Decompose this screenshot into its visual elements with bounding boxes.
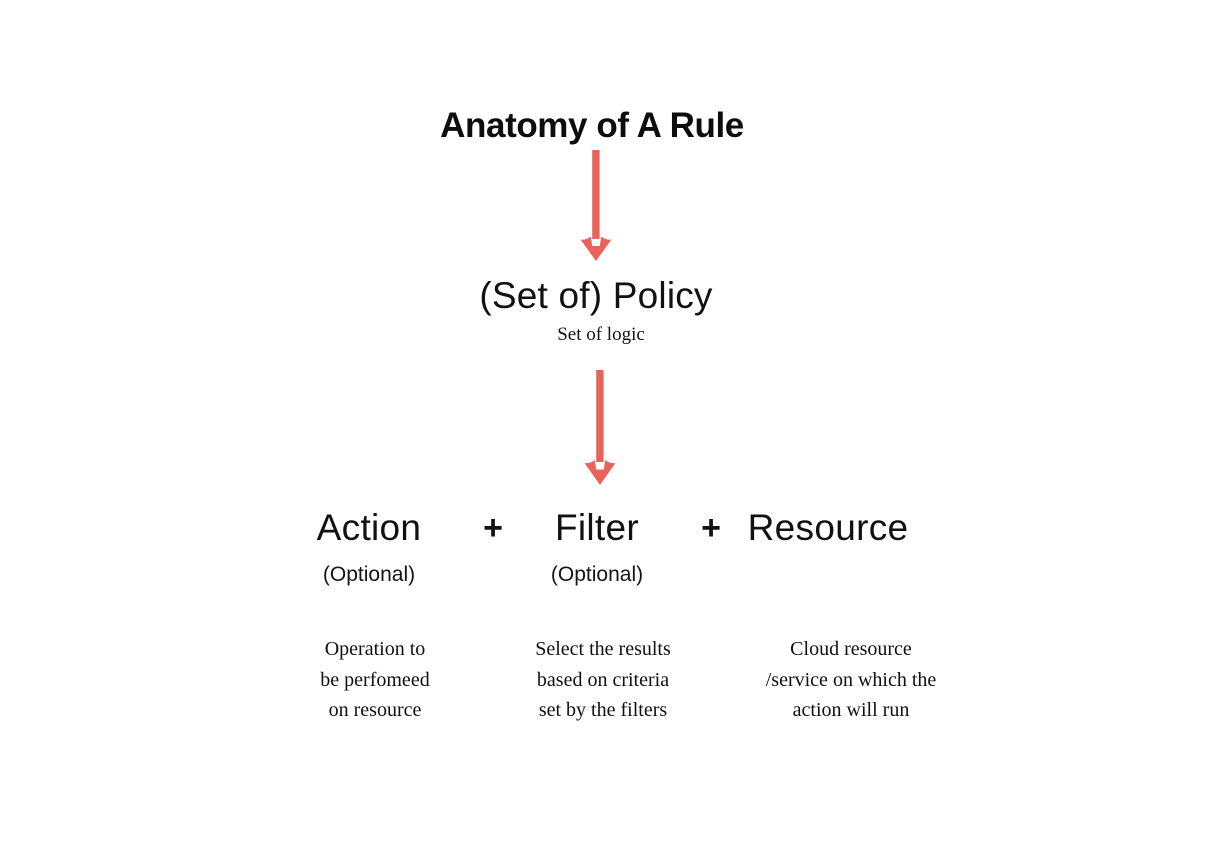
description-line: on resource [328, 699, 422, 721]
policy-label: (Set of) Policy [0, 272, 1216, 320]
policy-subtitle: Set of logic [0, 322, 1216, 348]
description-line: Cloud resource [790, 638, 912, 660]
description-resource: Cloud resource /service on which the act… [766, 634, 937, 726]
page-title-text: Anatomy of A Rule [440, 106, 744, 145]
policy-subtitle-text: Set of logic [557, 324, 645, 345]
description-action: Operation to be perfomeed on resource [320, 634, 429, 726]
optional-tag-action: (Optional) [322, 563, 416, 586]
arrow-down-icon [580, 150, 612, 261]
description-line: set by the filters [538, 699, 668, 721]
operator-plus-2: + [701, 509, 721, 547]
description-line: based on criteria [536, 668, 670, 691]
page-title: Anatomy of A Rule [0, 104, 1216, 148]
policy-label-text: (Set of) Policy [479, 275, 713, 316]
component-term-resource: Resource [747, 507, 909, 548]
description-line: Operation to [324, 638, 426, 660]
description-filter: Select the results based on criteria set… [535, 634, 671, 726]
description-line: /service on which the [765, 668, 937, 691]
description-line: action will run [792, 699, 910, 721]
components-row: Action + Filter + Resource [0, 500, 1216, 560]
policy-level: (Set of) Policy Set of logic [0, 272, 1216, 348]
component-term-filter: Filter [554, 507, 640, 548]
optional-tag-filter: (Optional) [550, 563, 644, 586]
arrow-policy-to-components [579, 370, 621, 486]
arrow-down-icon [584, 370, 616, 485]
component-term-action: Action [316, 507, 422, 548]
arrow-title-to-policy [575, 150, 617, 262]
description-line: be perfomeed [320, 668, 430, 691]
description-line: Select the results [535, 638, 671, 660]
optional-tags-row: (Optional) (Optional) [0, 560, 1216, 592]
operator-plus-1: + [483, 509, 503, 547]
